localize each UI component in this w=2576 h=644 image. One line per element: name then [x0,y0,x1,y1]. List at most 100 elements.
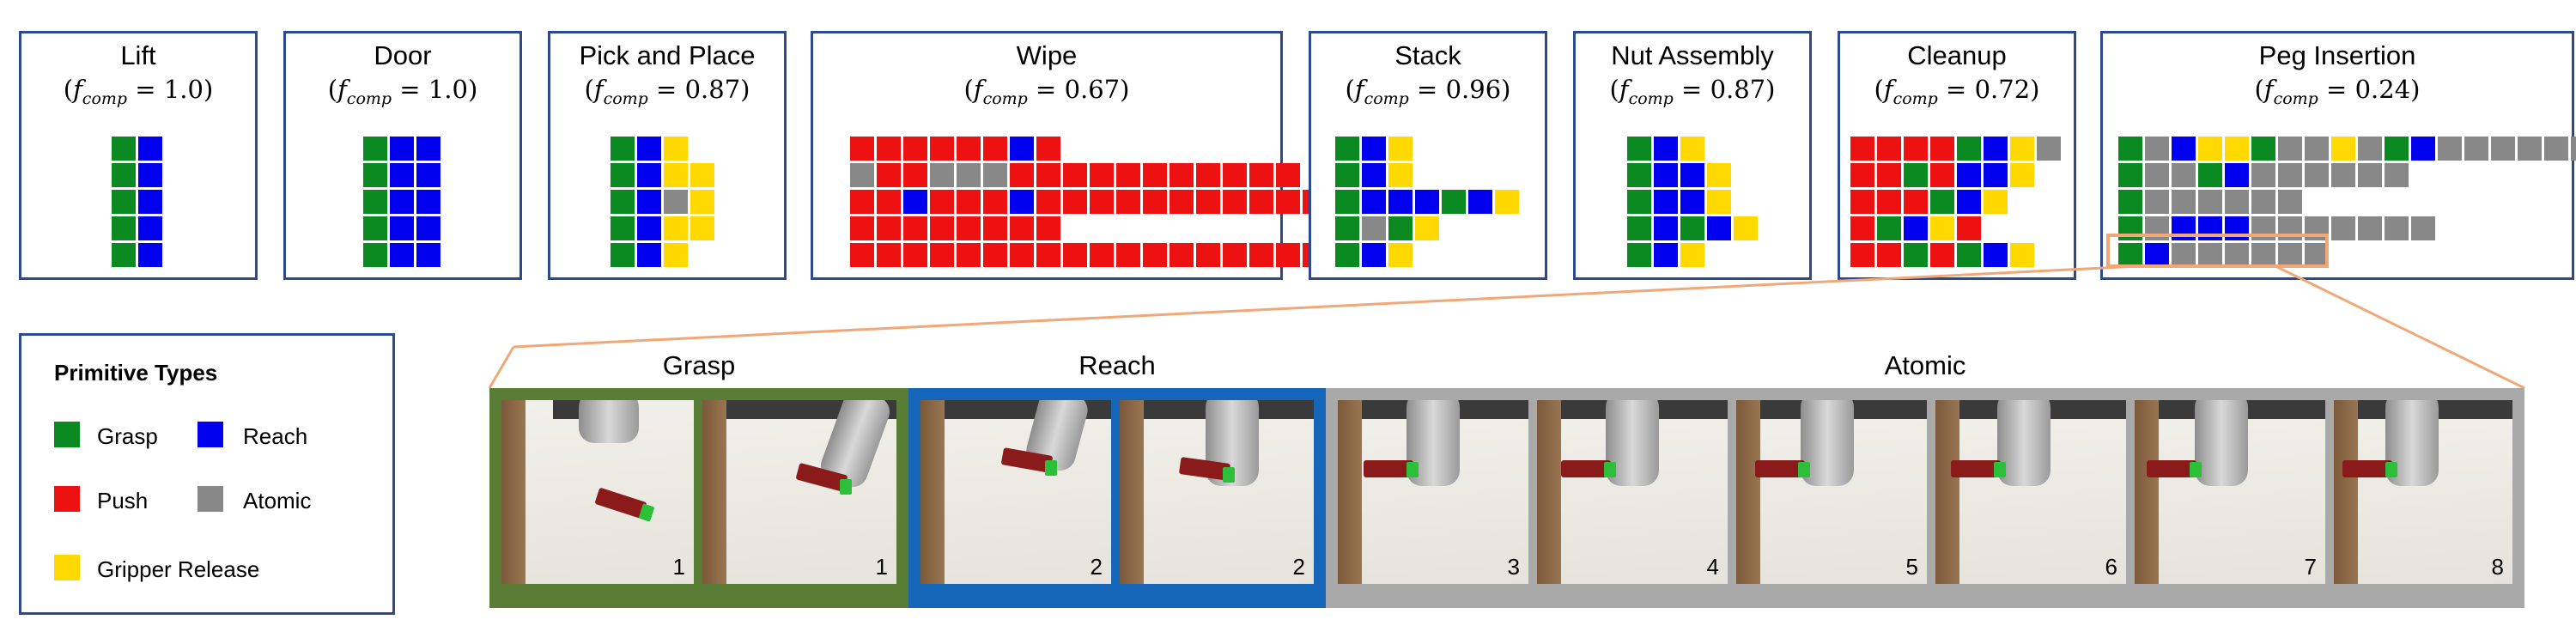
primitive-cell-push [850,190,874,214]
primitive-cell-reach [1654,243,1678,267]
frame-panel: 1 [702,400,896,584]
primitive-cell-push [1904,137,1928,161]
segment-label-reach: Reach [1078,350,1156,380]
primitive-cell-gripper_release [1734,216,1758,240]
primitive-cell-grasp [611,137,635,161]
primitive-cell-grasp [1335,243,1359,267]
primitive-cell-push [1090,163,1114,187]
frame-panel: 3 [1338,400,1528,584]
connector-line-right [2275,264,2525,390]
frame-panel: 5 [1736,400,1927,584]
frame-number: 2 [1090,554,1103,580]
primitive-cell-grasp [1627,163,1651,187]
primitive-cell-push [1063,190,1087,214]
frame-panel: 2 [920,400,1111,584]
primitive-cell-push [957,137,981,161]
primitive-cell-gripper_release [2198,137,2222,161]
primitive-cell-push [957,216,981,240]
primitive-cell-reach [1984,137,2008,161]
task-fcomp-value: 0.67 [1064,75,1121,104]
primitive-cell-reach [390,163,414,187]
primitive-cell-reach [1957,190,1981,214]
segment-label-atomic: Atomic [1884,350,1966,380]
primitive-cell-atomic [2571,137,2576,161]
primitive-cell-atomic [2411,216,2435,240]
primitive-cell-atomic [2358,216,2382,240]
primitive-cell-push [1036,137,1060,161]
primitive-cell-reach [1984,163,2008,187]
primitive-cell-push [983,190,1007,214]
primitive-cell-gripper_release [1707,190,1731,214]
primitive-cell-gripper_release [1495,190,1519,214]
primitive-cell-reach [416,163,440,187]
primitive-cell-push [1036,216,1060,240]
task-fcomp: (fcomp = 0.87) [584,75,750,108]
primitive-cell-atomic [983,163,1007,187]
primitive-cell-push [1877,163,1901,187]
primitive-cell-push [1143,190,1167,214]
primitive-cell-push [877,137,901,161]
primitive-cell-push [1249,190,1273,214]
primitive-cell-reach [1904,216,1928,240]
primitive-cell-push [1116,243,1140,267]
task-fcomp: (fcomp = 1.0) [327,75,478,108]
primitive-cell-push [1850,190,1874,214]
primitive-cell-reach [416,243,440,267]
primitive-cell-push [930,190,954,214]
task-box-peg-insertion: Peg Insertion (fcomp = 0.24) [2100,31,2576,280]
primitive-cell-push [877,243,901,267]
primitive-cell-grasp [1680,216,1704,240]
primitive-cell-grasp [2251,137,2275,161]
primitive-cell-gripper_release [2225,137,2249,161]
frame-number: 1 [875,554,888,580]
task-fcomp-value: 1.0 [163,75,204,104]
task-box-pick-and-place: Pick and Place (fcomp = 0.87) [548,31,787,280]
legend-label-grasp: Grasp [97,423,158,449]
primitive-cell-reach [1362,137,1386,161]
primitive-cell-reach [2172,137,2196,161]
primitive-cell-reach [138,190,162,214]
primitive-cell-grasp [1627,243,1651,267]
primitive-cell-push [903,216,927,240]
primitive-cell-atomic [2172,163,2196,187]
primitive-cell-reach [1362,163,1386,187]
primitive-cell-reach [637,243,661,267]
primitive-cell-push [1223,243,1247,267]
task-fcomp: (fcomp = 0.24) [2254,75,2421,108]
primitive-cell-grasp [1957,137,1981,161]
primitive-cell-reach [1388,190,1413,214]
primitive-cell-reach [1362,190,1386,214]
primitive-cell-push [1957,216,1981,240]
primitive-cell-atomic [2278,190,2302,214]
primitive-cell-reach [416,216,440,240]
legend-label-reach: Reach [243,423,308,449]
task-box-nut-assembly: Nut Assembly (fcomp = 0.87) [1573,31,1812,280]
legend-swatch-push [54,486,80,512]
primitive-cell-push [930,243,954,267]
primitive-cell-grasp [112,137,136,161]
primitive-cell-grasp [2118,137,2142,161]
primitive-cell-atomic [2331,163,2355,187]
primitive-cell-push [877,163,901,187]
segment-frame-grasp: 1 1 [489,388,908,608]
primitive-cell-push [1196,190,1220,214]
segment-frame-atomic: 3 4 5 6 7 8 [1326,388,2524,608]
task-box-door: Door (fcomp = 1.0) [283,31,522,280]
primitive-cell-reach [1010,190,1034,214]
primitive-cell-grasp [2118,190,2142,214]
primitive-cell-push [877,216,901,240]
primitive-cell-atomic [2225,243,2249,267]
primitive-cell-push [1143,163,1167,187]
frame-panel: 6 [1935,400,2126,584]
primitive-cell-gripper_release [1930,216,1954,240]
primitive-cell-push [1223,163,1247,187]
primitive-cell-atomic [2518,137,2542,161]
primitive-cell-atomic [2145,163,2169,187]
primitive-cell-grasp [112,163,136,187]
primitive-cell-reach [637,216,661,240]
primitive-cell-atomic [2385,163,2409,187]
primitive-cell-push [1063,163,1087,187]
primitive-cell-push [1010,163,1034,187]
primitive-cell-atomic [2251,243,2275,267]
